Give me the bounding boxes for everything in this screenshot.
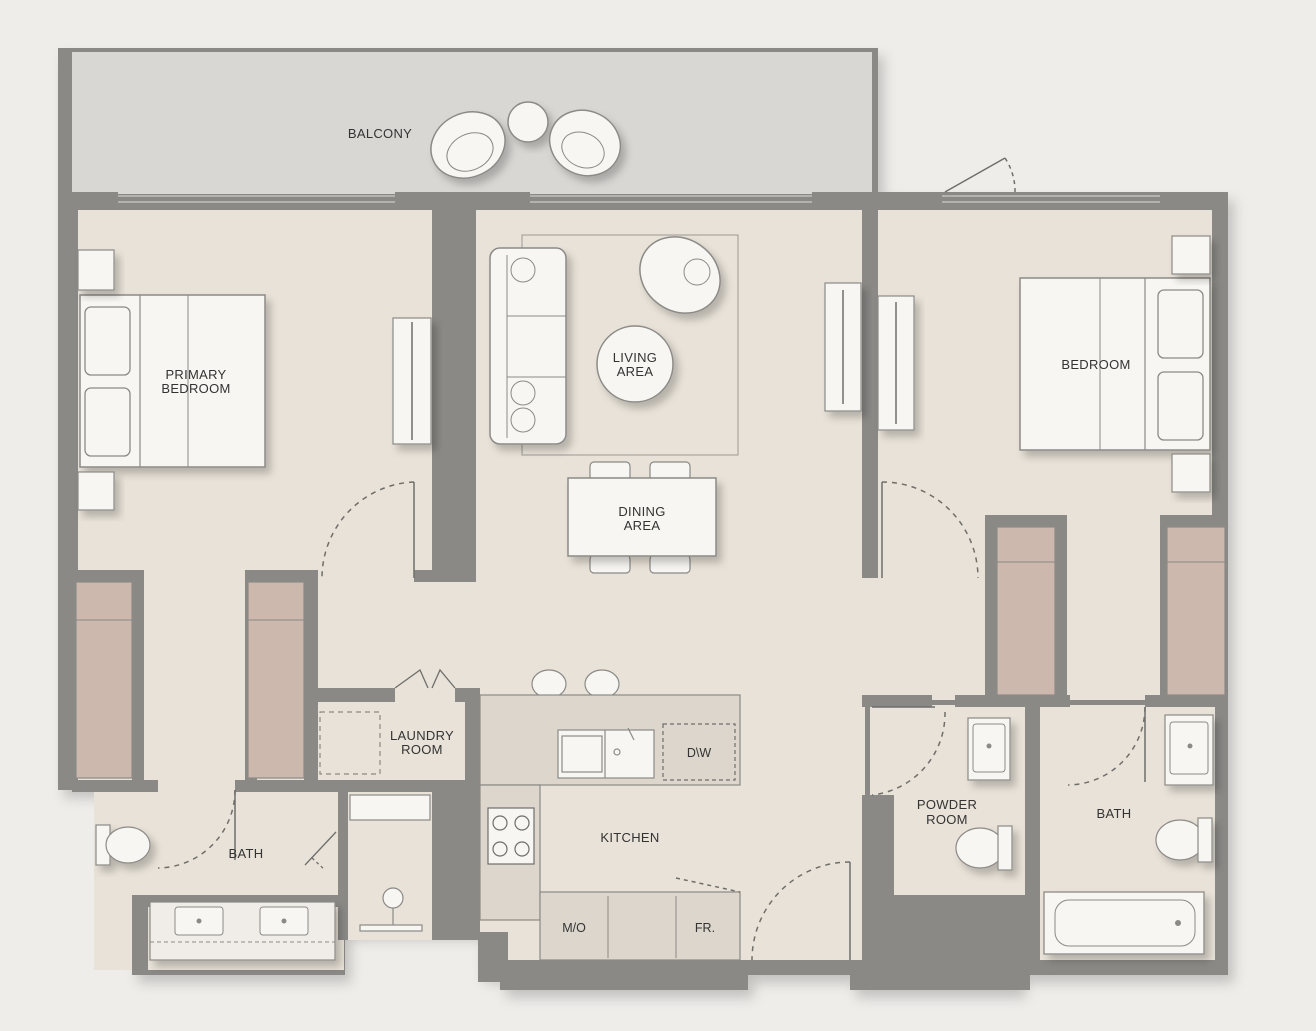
bedroom-bath-door[interactable]: [1067, 706, 1146, 786]
microwave-label: M/O: [562, 921, 586, 935]
primary-nightstand-top: [77, 249, 115, 291]
balcony-label: BALCONY: [348, 126, 412, 141]
kitchen-bottom-counter: [539, 891, 741, 961]
balcony-chair-right: [548, 109, 622, 177]
wardrobe-lines: [76, 561, 1225, 621]
primary-bed: [79, 294, 266, 468]
primary-vanity: [149, 901, 336, 961]
bedroom-bath-label: BATH: [1097, 806, 1132, 821]
wardrobes: [75, 526, 1226, 779]
cooktop: [487, 807, 535, 865]
dining-area-label-2: AREA: [624, 518, 661, 533]
laundry-door[interactable]: [394, 668, 456, 689]
dining-area-label-1: DINING: [618, 504, 665, 519]
kitchen-label: KITCHEN: [600, 830, 659, 845]
kitchen-sink: [557, 727, 655, 779]
living-side-wardrobe: [824, 282, 862, 412]
living-area-label-2: AREA: [617, 364, 654, 379]
entry-door[interactable]: [675, 861, 851, 961]
shower: [349, 794, 431, 932]
primary-nightstand-bottom: [77, 471, 115, 511]
primary-wardrobe-tall: [392, 317, 432, 445]
bathtub: [1043, 891, 1205, 955]
kitchen-stools: [531, 669, 620, 699]
bedroom-label: BEDROOM: [1061, 357, 1130, 372]
dining-chairs: [589, 461, 691, 574]
powder-sink: [967, 717, 1011, 781]
powder-door[interactable]: [871, 706, 946, 796]
powder-room-label-2: ROOM: [926, 812, 968, 827]
living-armchair: [639, 236, 721, 314]
bedroom-nightstand-bottom: [1171, 453, 1211, 493]
primary-bath-label: BATH: [229, 846, 264, 861]
laundry-machine: [319, 711, 381, 775]
bedroom-bath-toilet: [1155, 817, 1213, 863]
shower-screen: [304, 831, 337, 871]
laundry-label-2: ROOM: [401, 742, 443, 757]
primary-bedroom-label-2: BEDROOM: [161, 381, 230, 396]
powder-room-label-1: POWDER: [917, 797, 977, 812]
bedroom-bed: [1019, 277, 1211, 451]
dishwasher-label: D\W: [687, 746, 712, 760]
dishwasher: [662, 723, 736, 781]
primary-bath-door[interactable]: [157, 789, 236, 869]
laundry-label-1: LAUNDRY: [390, 728, 454, 743]
partition-walls: [58, 192, 1228, 990]
coffee-table: [596, 325, 674, 403]
powder-toilet: [955, 825, 1013, 871]
balcony-table: [507, 101, 549, 143]
bedroom-bath-sink: [1164, 714, 1214, 786]
fridge-label: FR.: [695, 921, 715, 935]
balcony-door[interactable]: [944, 157, 1016, 193]
balcony-chair-left: [430, 111, 506, 179]
window-glazing: [118, 195, 1160, 203]
primary-toilet: [95, 824, 151, 866]
dining-table: [567, 477, 717, 557]
bedroom-side-wardrobe: [877, 295, 915, 431]
primary-bedroom-label-1: PRIMARY: [165, 367, 226, 382]
bedroom-door[interactable]: [881, 481, 979, 579]
bedroom-nightstand-top: [1171, 235, 1211, 275]
primary-door[interactable]: [321, 481, 415, 579]
living-sofa: [489, 247, 567, 445]
living-area-label-1: LIVING: [613, 350, 657, 365]
